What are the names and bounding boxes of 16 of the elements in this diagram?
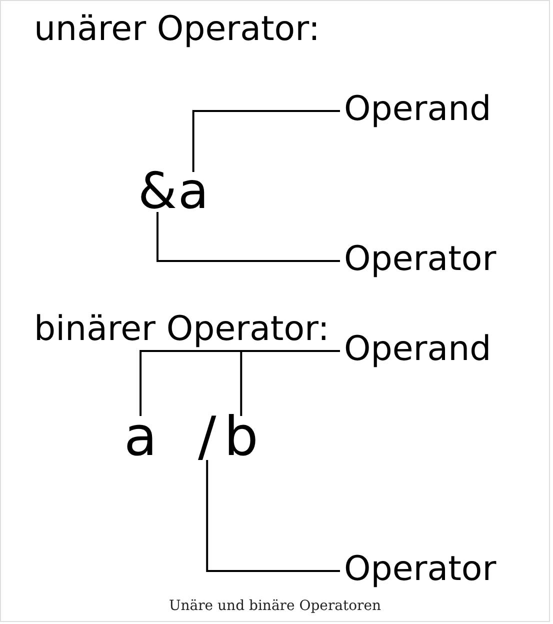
operator-symbol: & — [138, 166, 177, 216]
leader-text: Operand — [344, 332, 492, 366]
leader-line — [156, 212, 340, 262]
operator-symbol: / — [198, 410, 216, 464]
leader-line — [240, 350, 340, 416]
leader-line — [192, 110, 340, 172]
caption: Unäre und binäre Operatoren — [168, 597, 382, 616]
section-heading: unärer Operator: — [34, 12, 320, 46]
leader-text: Operand — [344, 92, 492, 126]
leader-text: Operator — [344, 552, 496, 586]
operand-symbol: a — [124, 410, 158, 464]
leader-line — [206, 460, 340, 572]
leader-text: Operator — [344, 242, 496, 276]
section-heading: binärer Operator: — [34, 312, 330, 346]
operand-symbol: a — [178, 166, 209, 216]
operand-symbol: b — [224, 410, 258, 464]
